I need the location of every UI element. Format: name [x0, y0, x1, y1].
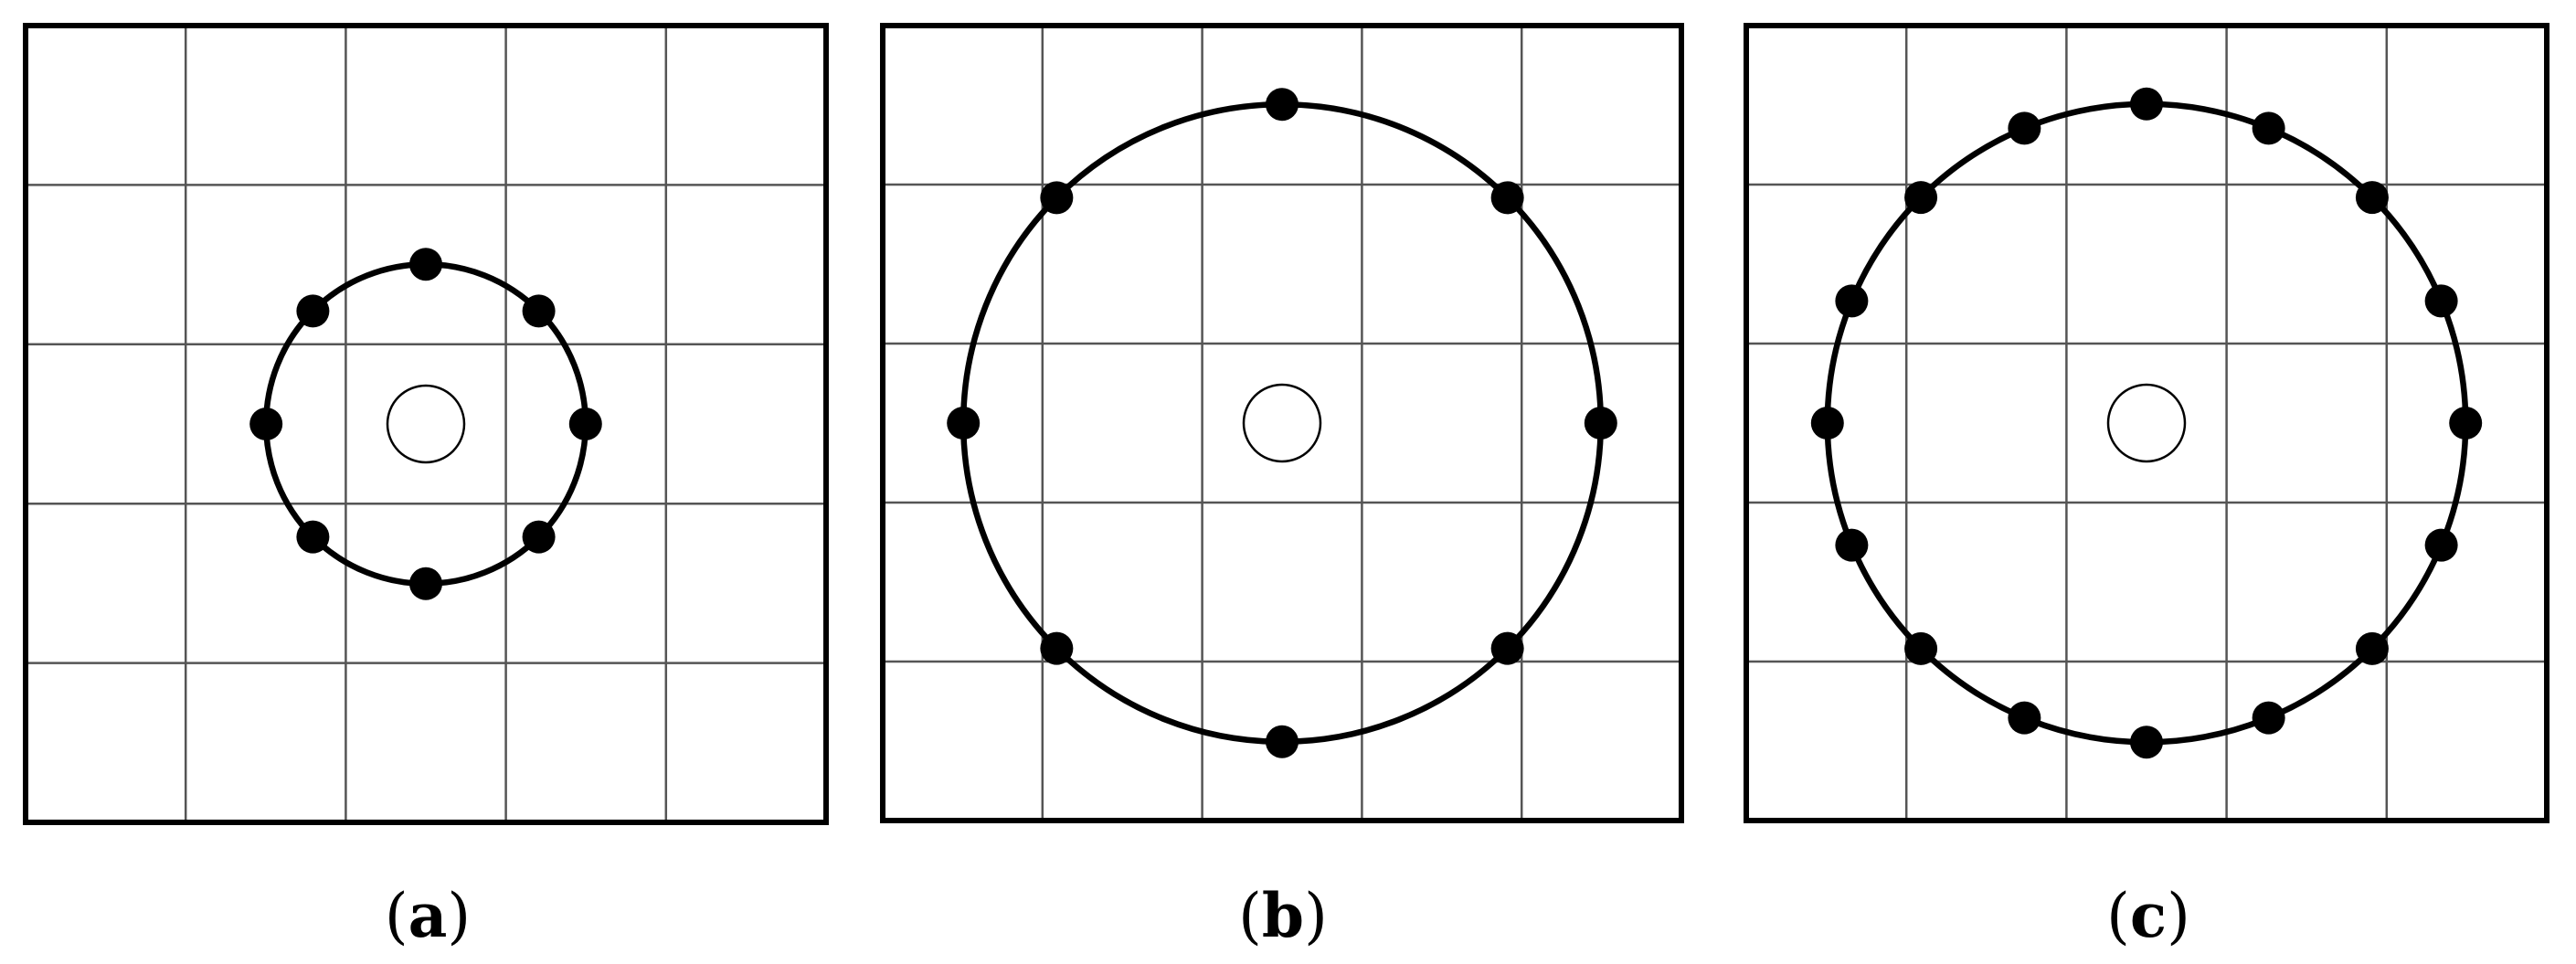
sample-point [409, 567, 442, 600]
sample-point [296, 294, 330, 328]
caption-a: (a) [385, 880, 471, 951]
caption-c: (c) [2106, 880, 2190, 951]
sample-point [2449, 407, 2483, 440]
sample-point [2252, 701, 2285, 735]
sample-point [2424, 528, 2458, 562]
sample-point [2355, 181, 2389, 215]
sample-point [1835, 284, 1869, 318]
sample-point [1810, 407, 1844, 440]
panel-frame [880, 23, 1684, 823]
center-pixel-circle [2106, 383, 2187, 463]
sample-point [1266, 88, 1299, 122]
sample-point [1490, 181, 1524, 215]
sample-point [522, 520, 556, 554]
panel-frame [23, 23, 829, 825]
sample-point [1040, 631, 1074, 665]
sample-point [1490, 631, 1524, 665]
sample-point [568, 408, 602, 440]
caption-b: (b) [1238, 880, 1328, 951]
panel-b [880, 23, 1684, 823]
sample-point [249, 408, 283, 440]
sample-point [947, 407, 981, 440]
sample-point [1904, 631, 1938, 665]
center-pixel-circle [1242, 383, 1322, 463]
sample-point [2008, 701, 2041, 735]
sample-point [1904, 181, 1938, 215]
sample-point [1835, 528, 1869, 562]
panel-frame [1744, 23, 2549, 823]
sample-point [296, 520, 330, 554]
sample-point [1266, 725, 1299, 758]
sample-point [409, 248, 442, 281]
center-pixel-circle [386, 384, 466, 464]
sample-point [522, 294, 556, 328]
sample-point [2008, 111, 2041, 145]
panel-c [1744, 23, 2549, 823]
sample-point [1040, 181, 1074, 215]
sample-point [1584, 407, 1617, 440]
sample-point [2355, 631, 2389, 665]
panel-a [23, 23, 829, 825]
sample-point [2130, 87, 2163, 121]
sample-point [2424, 284, 2458, 318]
sample-point [2130, 726, 2163, 759]
sample-point [2252, 111, 2285, 145]
